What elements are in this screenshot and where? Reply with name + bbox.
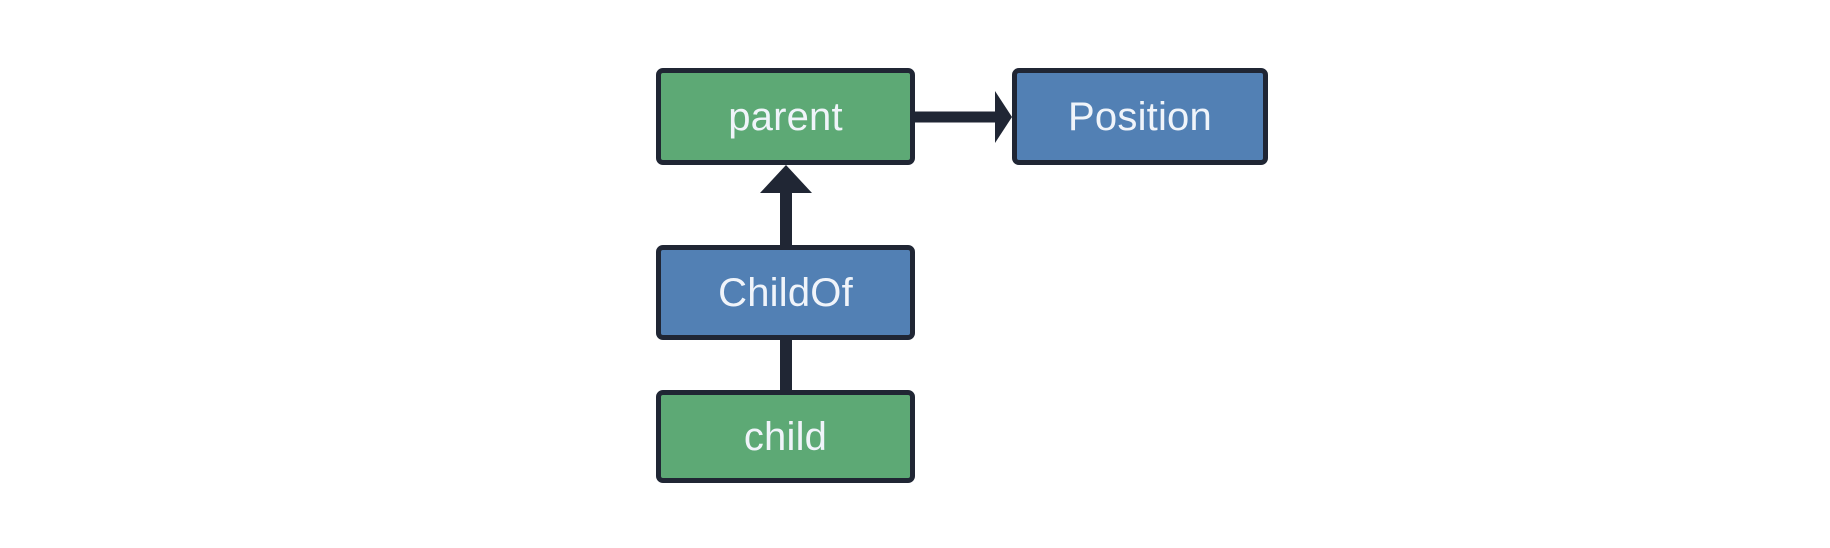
node-child-label: child xyxy=(743,414,828,459)
node-childof-label: ChildOf xyxy=(718,270,853,315)
node-position[interactable]: Position xyxy=(1012,68,1268,165)
node-parent[interactable]: parent xyxy=(656,68,915,165)
node-parent-label: parent xyxy=(728,94,843,139)
edge-childof-to-parent xyxy=(760,165,812,245)
node-childof[interactable]: ChildOf xyxy=(656,245,915,340)
arrowhead-right-to-position xyxy=(995,91,1012,143)
arrowhead-up-to-parent xyxy=(760,165,812,193)
node-child[interactable]: child xyxy=(656,390,915,483)
edge-parent-to-position xyxy=(915,91,1012,143)
node-position-label: Position xyxy=(1068,94,1212,139)
